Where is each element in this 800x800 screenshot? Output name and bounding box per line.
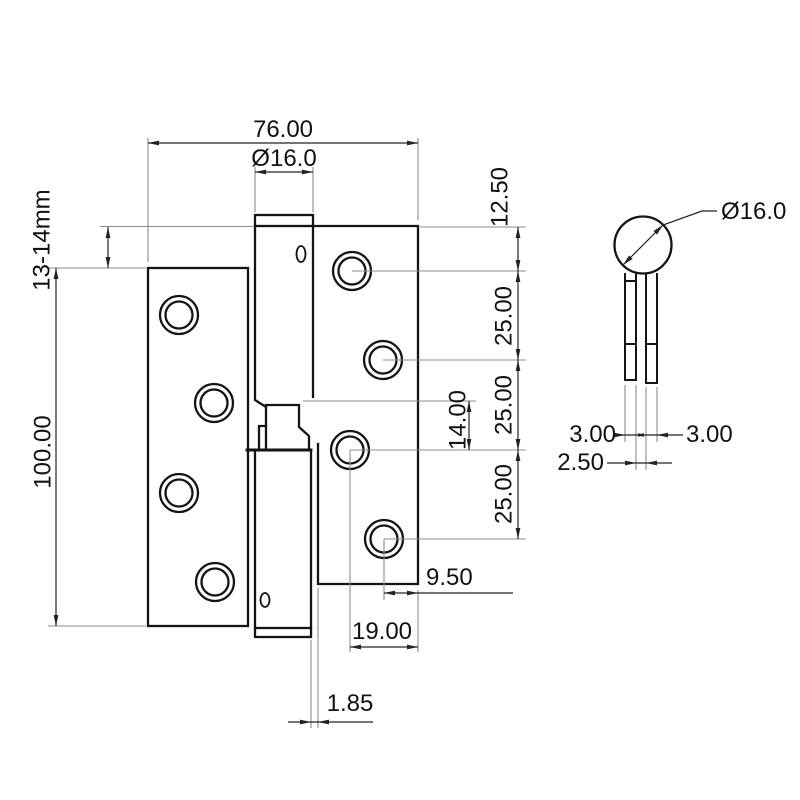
dim-label-top-hole-offset: 12.50 xyxy=(486,167,513,227)
upper-knuckle-edge xyxy=(253,224,268,409)
dim-label-leg-gap: 2.50 xyxy=(557,449,604,476)
knuckle-junction-step xyxy=(257,403,311,452)
dimension-hole-chain: 12.50 25.00 25.00 25.00 xyxy=(350,167,526,540)
dim-label-center-to-hole: 14.00 xyxy=(444,390,471,450)
left-leaf-screw-holes xyxy=(158,294,236,603)
dim-label-right-leg-width: 3.00 xyxy=(686,421,733,448)
dim-label-hole-pitch-a: 25.00 xyxy=(490,286,517,346)
detail-dimension-pin-diameter: Ø16.0 xyxy=(622,198,786,266)
hinge-front-view xyxy=(146,213,420,639)
knuckle-bottom-cap xyxy=(253,626,313,639)
dim-label-hole-to-edge-far: 19.00 xyxy=(352,618,412,645)
right-leaf-outline xyxy=(311,224,420,586)
knuckle-top-cap xyxy=(253,213,315,228)
dim-label-hole-pitch-b: 25.00 xyxy=(490,375,517,435)
dimension-overall-width: 76.00 xyxy=(147,116,419,262)
pin-legs-outline xyxy=(624,273,658,384)
dimension-leaf-offset: 1.85 xyxy=(288,588,373,728)
pin-head-outline xyxy=(613,215,673,275)
dim-label-left-leg-width: 3.00 xyxy=(569,421,616,448)
dim-label-pin-diameter: Ø16.0 xyxy=(251,145,316,172)
dimension-hole-to-edge-far: 19.00 xyxy=(349,450,418,652)
dim-label-hole-pitch-c: 25.00 xyxy=(490,464,517,524)
right-leaf-screw-holes xyxy=(329,250,405,560)
dimension-rise-adjustment: 13-14mm xyxy=(28,189,253,291)
dimension-pin-diameter: Ø16.0 xyxy=(251,145,317,212)
dim-label-hole-to-edge-near: 9.50 xyxy=(426,564,473,591)
dim-label-leaf-offset: 1.85 xyxy=(327,690,374,717)
dimension-leaf-height: 100.00 xyxy=(29,268,146,627)
dimension-hole-to-edge-near: 9.50 xyxy=(383,539,513,652)
dimension-center-to-hole: 14.00 xyxy=(303,390,476,450)
left-leaf-outline xyxy=(146,266,250,628)
dim-label-rise-adjustment: 13-14mm xyxy=(28,189,55,290)
lower-knuckle-edges xyxy=(253,448,313,630)
dim-label-detail-pin-diameter: Ø16.0 xyxy=(721,198,786,225)
screw-hole xyxy=(194,561,236,603)
detail-dimension-leg-gap: 2.50 xyxy=(557,449,672,476)
detail-dimension-leg-widths: 3.00 3.00 xyxy=(569,385,733,470)
pin-detail-view: Ø16.0 3.00 3.00 2.50 xyxy=(557,198,786,476)
adjustment-slot-top xyxy=(295,245,307,263)
screw-hole xyxy=(158,472,200,514)
dim-label-leaf-height: 100.00 xyxy=(29,415,56,488)
screw-hole xyxy=(193,382,235,424)
dim-label-overall-width: 76.00 xyxy=(253,116,313,143)
adjustment-slot-bottom xyxy=(259,592,271,608)
screw-hole xyxy=(158,294,200,336)
